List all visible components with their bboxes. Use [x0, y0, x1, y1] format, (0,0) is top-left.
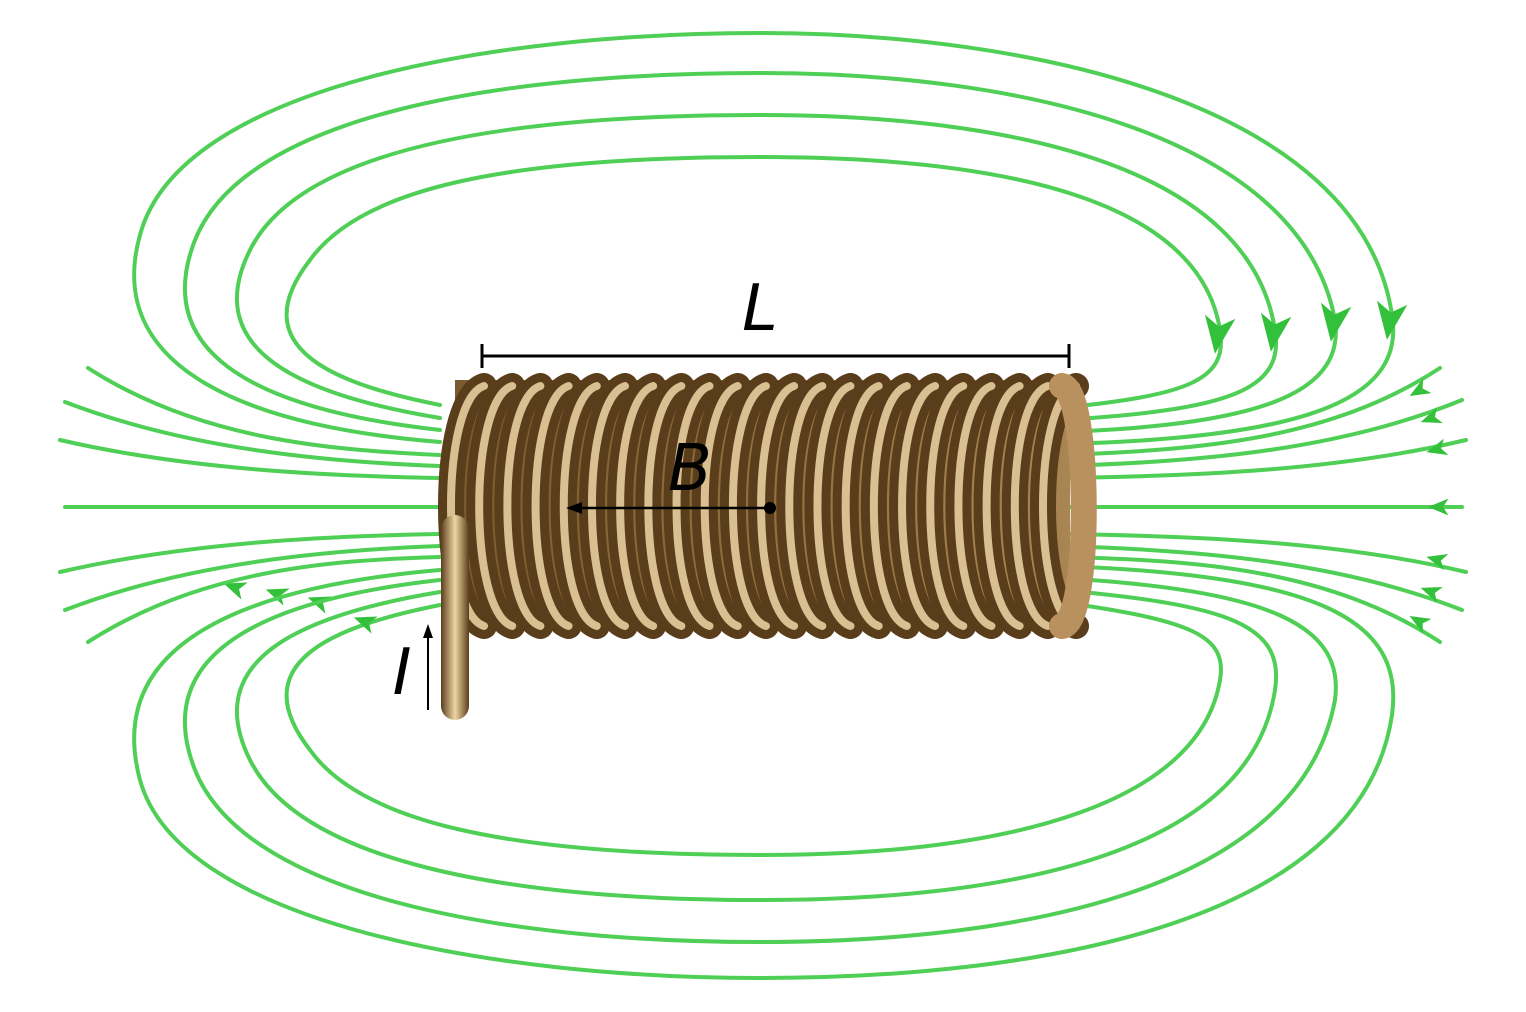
- coil-turn-highlight-5: [559, 382, 601, 630]
- coil-turn-highlight-18: [926, 382, 968, 630]
- field-line-loop-4-lower: [132, 564, 1396, 981]
- coil-turn-highlight-19: [954, 382, 996, 630]
- field-line-axial-2-left: [63, 400, 442, 468]
- field-line-axial-7-left: [86, 555, 442, 644]
- field-arrow-upper-4: [1376, 300, 1408, 340]
- coil-turns: [438, 373, 1097, 639]
- solenoid-coil: [438, 373, 1097, 720]
- field-arrow-axial-3: [1426, 438, 1449, 455]
- field-arrow-axial-4: [1428, 498, 1449, 516]
- field-line-axial-7-right: [1058, 555, 1442, 644]
- current-arrowhead: [423, 624, 433, 638]
- field-arrow-upper-3: [1320, 302, 1352, 342]
- coil-turn-highlight-3: [503, 382, 545, 630]
- coil-turn-highlight-15: [841, 382, 883, 630]
- coil-turn-highlight-12: [757, 382, 799, 630]
- field-arrow-axial-6: [1420, 586, 1443, 603]
- coil-turn-highlight-4: [531, 382, 573, 630]
- coil-turn-highlight-10: [700, 382, 742, 630]
- field-line-axial-2-right: [1058, 398, 1464, 468]
- field-line-axial-1-right: [1058, 366, 1442, 457]
- field-arrow-axial-5: [1426, 554, 1449, 571]
- coil-end-cap: [1049, 373, 1097, 639]
- coil-turn-highlight-8: [644, 382, 686, 630]
- field-line-axial-6-right: [1058, 544, 1464, 612]
- coil-turn-highlight-11: [728, 382, 770, 630]
- length-label: L: [742, 272, 778, 346]
- current-label: I: [393, 636, 412, 710]
- magnetic-field-lines: [58, 30, 1468, 981]
- coil-turn-highlight-14: [813, 382, 855, 630]
- field-line-loop-1-lower: [284, 600, 1223, 858]
- field-line-loop-2-upper: [235, 112, 1279, 422]
- field-arrow-lower-4: [223, 582, 248, 600]
- coil-turn-highlight-7: [616, 382, 658, 630]
- field-line-loop-3-lower: [182, 576, 1338, 945]
- length-dimension: L: [480, 272, 1071, 368]
- coil-turn-highlight-1: [447, 382, 488, 630]
- field-line-axial-5-left: [58, 532, 442, 574]
- coil-turn-highlight-21: [1010, 382, 1052, 630]
- coil-turn-highlight-17: [898, 382, 940, 630]
- field-arrow-axial-1: [1409, 378, 1432, 396]
- coil-turn-highlight-9: [672, 382, 714, 630]
- field-line-axial-5-right: [1058, 532, 1468, 574]
- field-line-axial-1-left: [86, 366, 442, 457]
- field-line-axial-3-left: [58, 438, 442, 480]
- current-indicator: I: [393, 624, 433, 710]
- coil-turn-highlight-6: [587, 382, 629, 630]
- field-label: B: [668, 432, 712, 506]
- field-vector-origin-dot: [764, 502, 776, 514]
- field-arrow-axial-7: [1409, 616, 1432, 634]
- coil-turn-highlight-20: [982, 382, 1024, 630]
- field-vector: B: [566, 432, 776, 514]
- coil-turn-highlight-13: [785, 382, 827, 630]
- coil-turn-highlight-16: [869, 382, 911, 630]
- field-line-loop-2-lower: [235, 588, 1279, 903]
- field-line-loop-3-upper: [182, 70, 1338, 434]
- field-arrow-axial-2: [1420, 407, 1443, 424]
- field-line-axial-3-right: [1058, 438, 1468, 480]
- field-arrow-upper-2: [1260, 312, 1292, 352]
- field-vector-arrowhead: [566, 502, 582, 514]
- field-line-loop-4-upper: [132, 30, 1396, 446]
- coil-turn-highlight-2: [475, 382, 517, 630]
- field-line-axial-6-left: [63, 544, 442, 612]
- field-arrow-lower-1: [353, 616, 378, 634]
- field-arrow-upper-1: [1204, 314, 1236, 354]
- lead-wire: [441, 515, 469, 720]
